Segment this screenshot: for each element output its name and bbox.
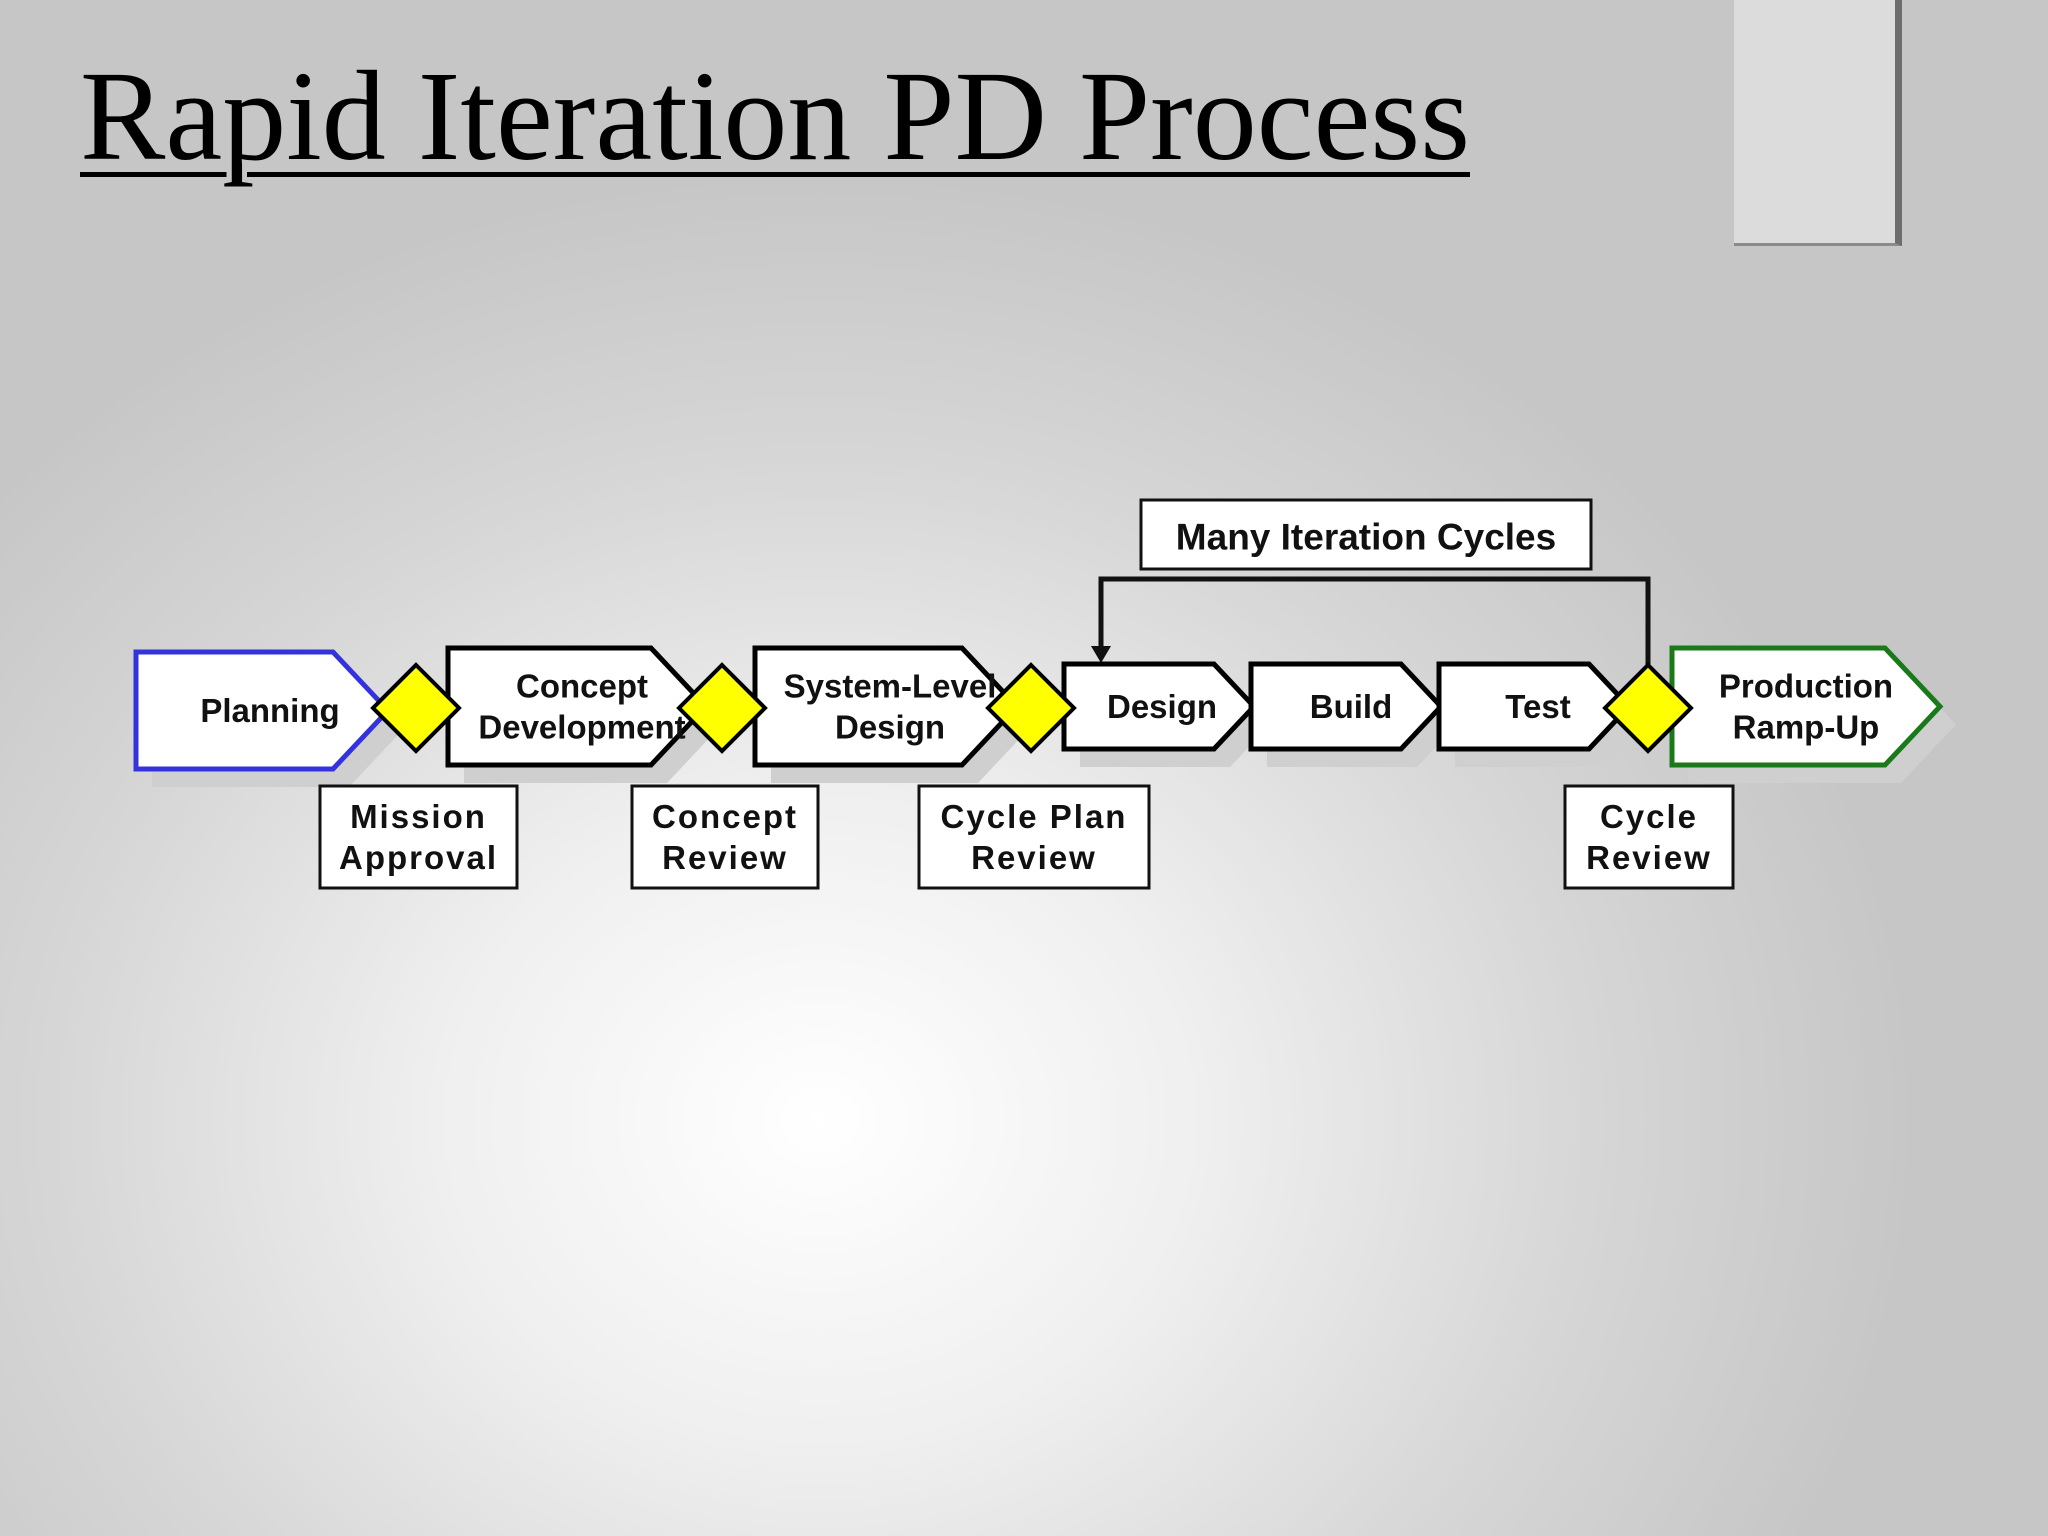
iteration-loop-line [1098,576,1651,668]
milestone-mission-approval-label: Approval [339,839,498,876]
milestone-cycle-plan-review-label: Review [971,839,1097,876]
stage-production-ramp-up-chevron [1669,645,1944,768]
stage-planning-chevron [133,649,392,772]
slide-title: Rapid Iteration PD Process [80,45,1470,187]
gate-planning-concept-diamond [370,662,462,754]
iteration-arrowhead [1091,646,1111,663]
milestone-concept-review-label: Concept [652,798,798,835]
milestone-mission-approval-box [318,784,519,890]
stage-production-ramp-up-label: Ramp-Up [1733,709,1880,746]
stage-production-ramp-up-label: Production [1719,668,1893,705]
stage-planning-label: Planning [200,692,339,729]
corner-decoration [1734,0,1902,246]
gate-system-design-diamond [985,662,1077,754]
stage-planning: Planning [133,649,392,772]
milestone-cycle-plan-review-label: Cycle Plan [941,798,1128,835]
gate-test-production-diamond [1602,662,1694,754]
stage-test-chevron [1436,661,1633,752]
milestone-cycle-plan-review-box [917,784,1151,890]
milestone-concept-review-box [630,784,820,890]
milestone-cycle-review-label: Cycle [1600,798,1698,835]
iteration-label: Many Iteration Cycles [1176,517,1556,558]
milestone-cycle-review-box [1563,784,1735,890]
stage-build-label: Build [1310,688,1392,725]
stage-system-level-design-label: Design [835,709,945,746]
stage-design: Design [1061,661,1258,752]
milestone-mission-approval-label: Mission [350,798,487,835]
milestone-cycle-review-label: Review [1586,839,1712,876]
stage-system-level-design-chevron [752,645,1021,768]
iteration-loop: Many Iteration Cycles [1091,498,1651,668]
gate-diamonds [370,662,1694,754]
stage-build-chevron [1248,661,1445,752]
stage-design-label: Design [1107,688,1217,725]
stage-concept-development-label: Development [478,709,685,746]
stage-test: Test [1436,661,1633,752]
stage-system-level-design-label: System-Level [784,668,997,705]
stage-concept-development-label: Concept [516,668,648,705]
iteration-label-box [1139,498,1593,571]
milestone-concept-review-label: Review [662,839,788,876]
gate-concept-system-diamond [676,662,768,754]
stage-design-chevron [1061,661,1258,752]
stage-concept-development-chevron [445,645,710,768]
stage-test-label: Test [1505,688,1570,725]
stage-build: Build [1248,661,1445,752]
